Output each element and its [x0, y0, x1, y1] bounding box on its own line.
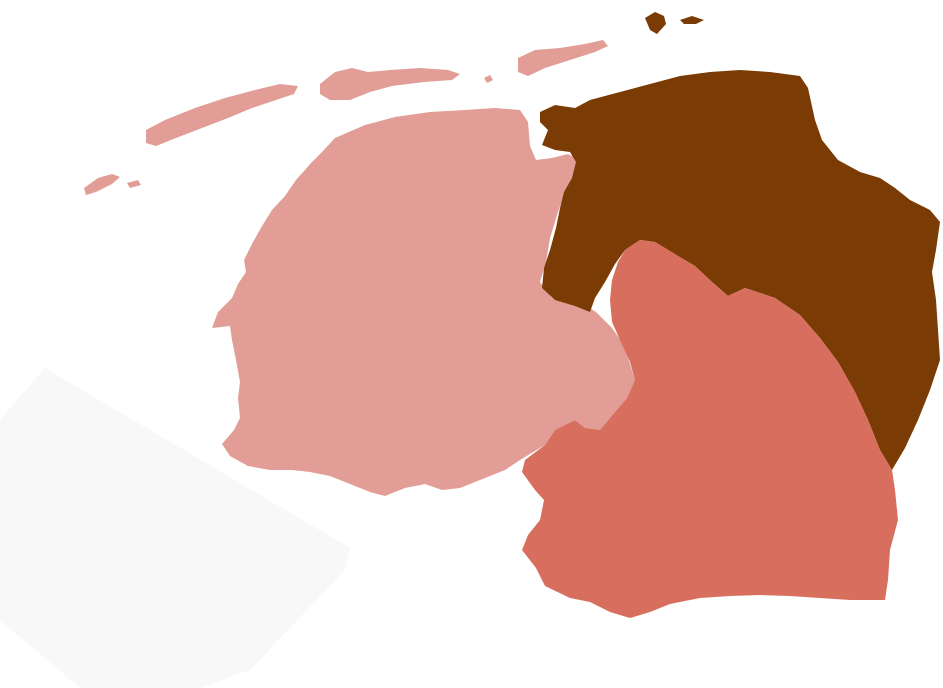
- island-vlieland-tip: [127, 180, 141, 188]
- region-drenthe: [522, 240, 898, 618]
- ghost-shape: [0, 368, 350, 688]
- island-terschelling: [146, 84, 298, 146]
- island-ameland: [320, 68, 460, 100]
- island-vlieland: [84, 174, 120, 195]
- island-engelsmanplaat: [484, 75, 493, 83]
- region-groningen: [540, 70, 940, 470]
- island-rottumerplaat: [645, 12, 666, 34]
- wadden-islands: [84, 12, 704, 195]
- region-friesland: [212, 108, 635, 496]
- island-rottumeroog: [680, 16, 704, 24]
- island-schiermonnikoog: [518, 40, 608, 76]
